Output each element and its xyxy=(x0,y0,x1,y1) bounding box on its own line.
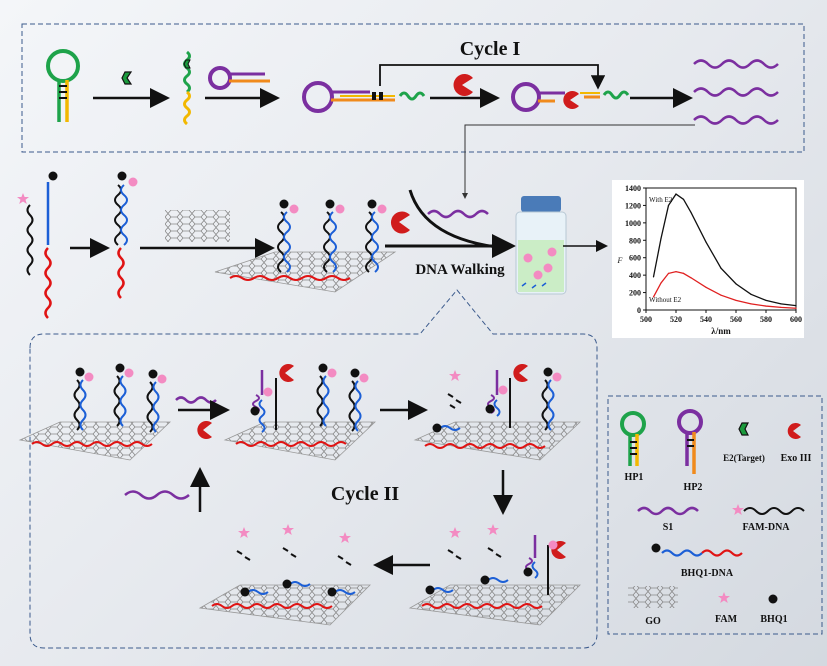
data-point xyxy=(690,277,692,279)
data-point xyxy=(667,204,670,207)
legend-bhq1-label: BHQ1 xyxy=(760,614,787,625)
free-probe-strands xyxy=(17,171,58,319)
legend-fam-dna-label: FAM-DNA xyxy=(742,522,790,533)
cycle1-recycle-arrow xyxy=(379,64,606,90)
data-point xyxy=(780,306,782,308)
y-tick-label: 800 xyxy=(629,236,641,245)
cycle2-step4 xyxy=(408,524,581,626)
legend-e2-label: E2(Target) xyxy=(723,453,765,463)
x-tick-label: 580 xyxy=(760,315,772,324)
legend-e2: E2(Target) xyxy=(723,422,765,463)
legend-hp2: HP2 xyxy=(677,409,703,493)
data-point xyxy=(735,283,737,285)
data-point xyxy=(682,272,685,274)
cycle2-step2 xyxy=(223,363,377,461)
data-point xyxy=(750,303,752,305)
y-tick-label: 1000 xyxy=(625,219,641,228)
x-tick-label: 560 xyxy=(730,315,742,324)
hybridized-probe xyxy=(114,171,138,299)
hp1-hairpin xyxy=(46,49,80,122)
exo3-icon xyxy=(453,74,473,96)
cycle2-box xyxy=(29,289,598,649)
legend-fam-dna: FAM-DNA xyxy=(732,504,805,533)
exo-digestion-complex xyxy=(511,82,630,112)
data-point xyxy=(795,307,797,309)
cycle2-step3 xyxy=(413,364,582,461)
data-point xyxy=(675,193,677,195)
data-point xyxy=(735,299,737,302)
y-tick-label: 400 xyxy=(629,271,641,280)
go-probe-assembly xyxy=(214,199,397,293)
data-point xyxy=(750,293,752,295)
data-point xyxy=(780,303,782,305)
cycle2-step1 xyxy=(18,363,172,461)
data-point xyxy=(705,286,707,288)
data-point xyxy=(690,211,692,213)
data-point xyxy=(667,272,670,274)
y-tick-label: 200 xyxy=(629,289,641,298)
legend-exo3-label: Exo III xyxy=(781,453,812,464)
data-point xyxy=(652,296,655,298)
legend-hp2-label: HP2 xyxy=(684,482,703,493)
legend-fam-label: FAM xyxy=(715,614,738,625)
chart-plot-frame xyxy=(645,187,797,311)
s1-strand xyxy=(427,209,489,219)
legend-s1-label: S1 xyxy=(663,522,674,533)
cycle1-title: Cycle I xyxy=(460,38,521,60)
legend-bhq1-dna-label: BHQ1-DNA xyxy=(681,568,734,579)
legend-go-label: GO xyxy=(645,616,661,627)
y-tick-label: 1200 xyxy=(625,201,641,210)
legend-hp1: HP1 xyxy=(620,411,646,483)
y-tick-label: 1400 xyxy=(625,184,641,193)
legend-exo3: Exo III xyxy=(781,422,812,464)
hp1-e2-complex xyxy=(183,50,191,126)
graphene-oxide-sheet xyxy=(165,210,230,242)
data-point xyxy=(652,276,655,278)
x-tick-label: 540 xyxy=(700,315,712,324)
dna-walking-label: DNA Walking xyxy=(415,262,505,278)
hp2-hp1-complex xyxy=(302,81,426,113)
cycle2-title: Cycle II xyxy=(331,483,400,505)
data-point xyxy=(660,237,662,240)
data-point xyxy=(682,198,685,200)
s1-products xyxy=(693,59,779,125)
y-tick-label: 0 xyxy=(637,306,641,315)
y-axis-label: F xyxy=(617,256,623,265)
hp2-hairpin xyxy=(208,66,270,90)
legend-hp1-label: HP1 xyxy=(625,472,644,483)
series-label: Without E2 xyxy=(649,296,682,304)
x-tick-label: 520 xyxy=(670,315,682,324)
legend-go: GO xyxy=(628,586,678,627)
y-tick-label: 600 xyxy=(629,254,641,263)
data-point xyxy=(705,241,707,243)
cycle1-box xyxy=(21,23,805,153)
x-tick-label: 600 xyxy=(790,315,802,324)
data-point xyxy=(765,299,767,302)
data-point xyxy=(660,282,662,284)
data-point xyxy=(720,294,722,296)
legend-fam: FAM xyxy=(715,592,738,625)
legend-box xyxy=(607,395,823,635)
legend-bhq1-dna: BHQ1-DNA xyxy=(651,543,743,579)
series-label: With E2 xyxy=(649,196,673,204)
x-axis-label: λ/nm xyxy=(711,326,731,336)
curved-arrow xyxy=(408,189,506,250)
cycle2-step5 xyxy=(198,524,371,626)
data-point xyxy=(795,305,797,307)
data-point xyxy=(765,305,767,307)
fluorescence-chart: 500 520 540 560 580 600 0 200 400 600 800 1000 1200 1… xyxy=(612,180,804,338)
data-point xyxy=(720,267,722,269)
legend-s1: S1 xyxy=(637,506,699,533)
e2-target-icon xyxy=(121,71,133,85)
legend-bhq1: BHQ1 xyxy=(760,594,788,625)
reaction-vial xyxy=(515,196,567,295)
x-tick-label: 500 xyxy=(640,315,652,324)
data-point xyxy=(675,271,677,273)
